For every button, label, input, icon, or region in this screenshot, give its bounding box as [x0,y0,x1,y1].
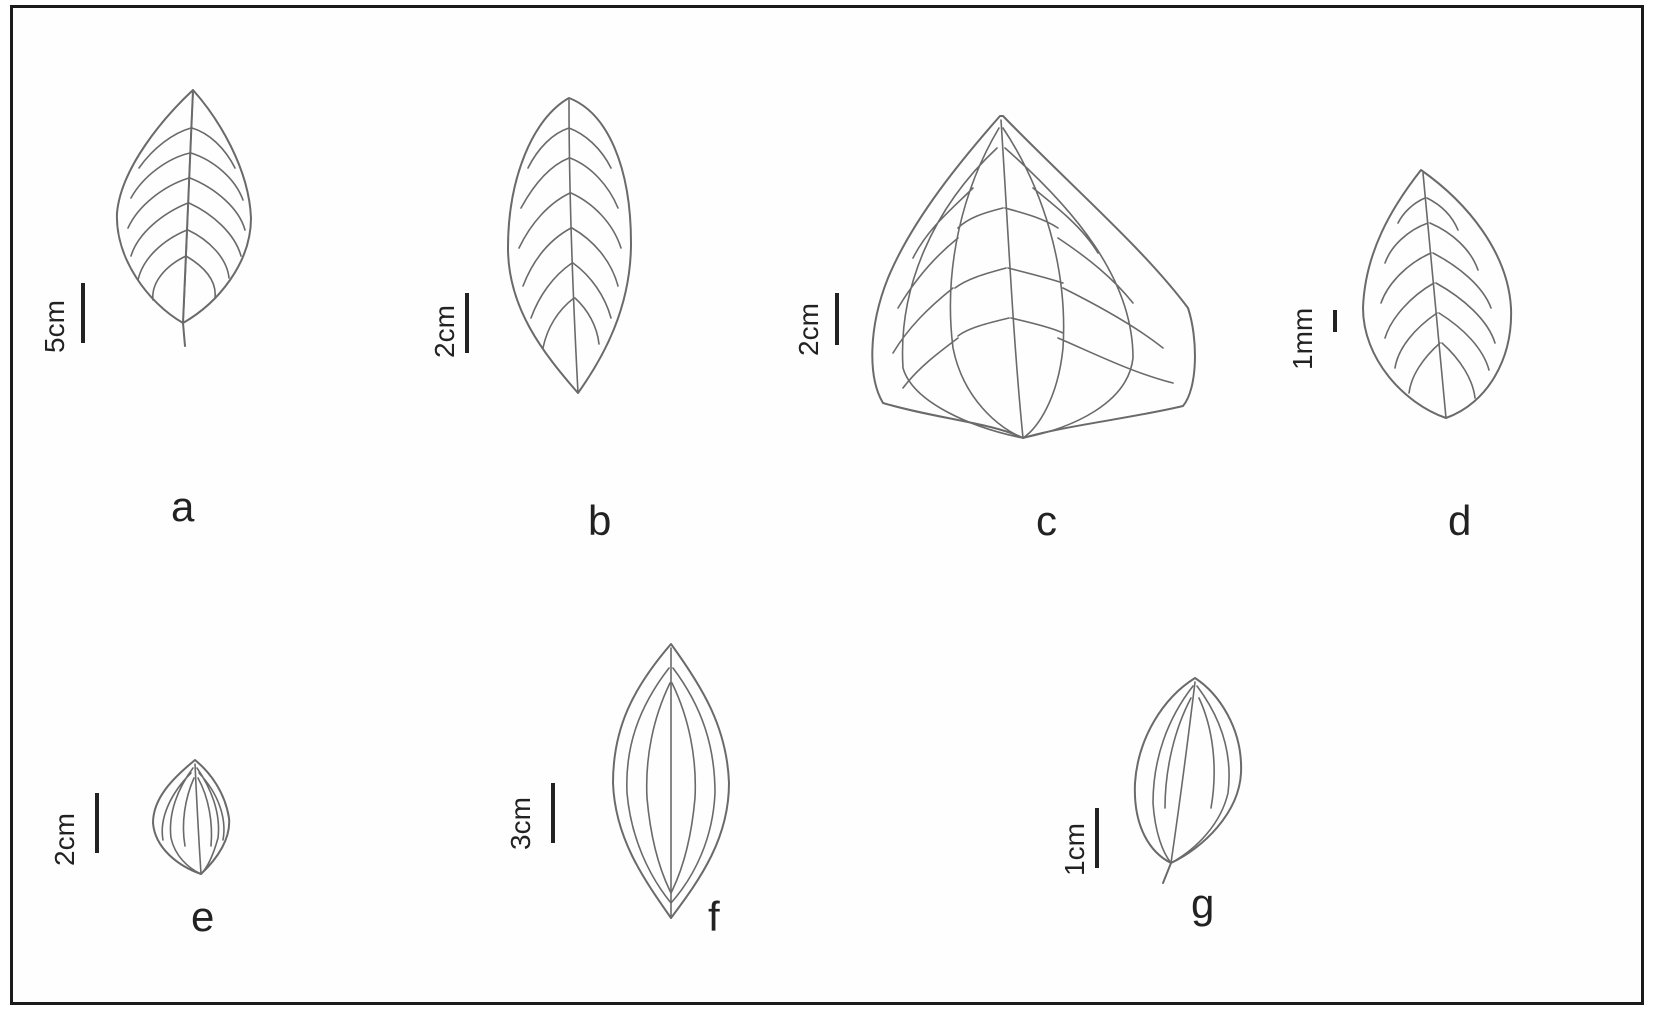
leaf-g-midrib [1171,682,1195,863]
figure-frame: 5cm a 2cm b 2cm c 1mm d [10,5,1644,1005]
leaf-g-drawing [13,8,1647,1008]
scale-bar-g [1095,808,1099,868]
panel-letter-g: g [1191,883,1214,925]
scale-label-g: 1cm [1061,823,1089,876]
